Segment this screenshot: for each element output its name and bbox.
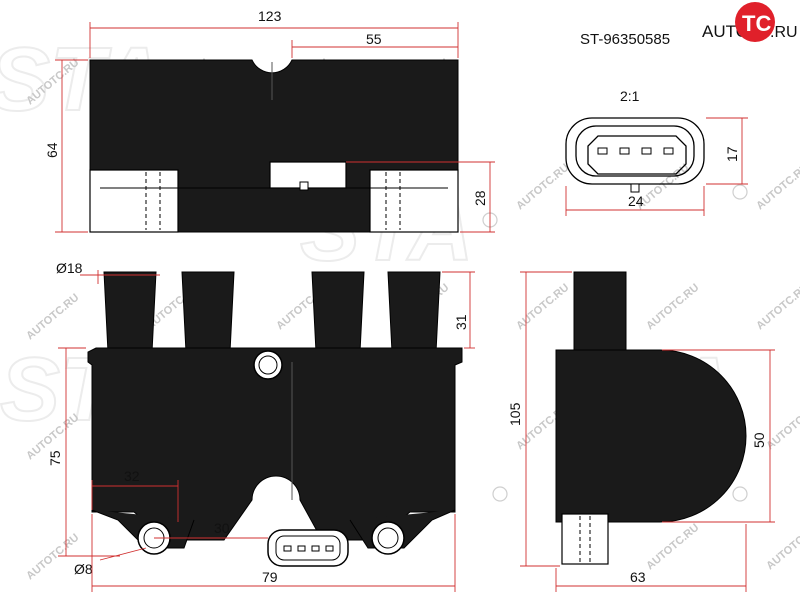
watermark-text: AUTOTC.RU xyxy=(514,282,571,333)
dim-hole-offset: 30 xyxy=(214,520,230,536)
registered-mark-icon xyxy=(732,486,748,502)
dim-side-radius-height: 50 xyxy=(751,432,767,448)
dim-hole-spacing: 32 xyxy=(124,468,140,484)
connector-pin-4 xyxy=(663,147,674,155)
top-view-right-tab xyxy=(369,169,459,233)
registered-mark-icon xyxy=(732,184,748,200)
dim-connector-width: 24 xyxy=(628,193,644,209)
connector-pin-3 xyxy=(641,147,652,155)
side-view-connector xyxy=(561,513,609,565)
ignition-tower-2 xyxy=(181,271,235,353)
connector-key xyxy=(630,183,640,193)
leader-line xyxy=(99,547,147,561)
dim-bottom-width: 79 xyxy=(262,569,278,585)
ignition-tower-3 xyxy=(311,271,365,353)
registered-mark-icon xyxy=(492,486,508,502)
connector-detail: 2:1 24 17 xyxy=(565,88,748,216)
front-connector-pin xyxy=(325,545,334,552)
top-view xyxy=(89,59,459,233)
dim-top-right-width: 55 xyxy=(366,31,382,47)
watermark-text: AUTOTC.RU xyxy=(24,292,81,343)
watermark-text: AUTOTC.RU xyxy=(754,162,800,213)
front-view-dimensions: Ø18 31 75 32 30 Ø8 79 xyxy=(47,260,475,592)
right-mount-hole-inner xyxy=(377,527,399,549)
ignition-tower-4 xyxy=(387,271,441,353)
connector-socket xyxy=(587,135,687,175)
connector-inner-shell xyxy=(575,125,695,177)
front-connector-socket xyxy=(275,535,341,561)
brand-logo-icon xyxy=(735,2,775,42)
watermark-text: AUTOTC.RU xyxy=(514,162,571,213)
front-view xyxy=(87,271,463,567)
top-view-latch xyxy=(299,181,309,191)
watermark-text: AUTOTC.RU xyxy=(754,282,800,333)
dim-side-depth: 63 xyxy=(630,569,646,585)
dim-hole-diameter: Ø8 xyxy=(74,561,93,577)
part-number: ST-96350585 xyxy=(580,31,670,48)
connector-scale: 2:1 xyxy=(620,88,640,104)
front-connector-pin xyxy=(297,545,306,552)
dim-top-height: 64 xyxy=(44,142,60,158)
front-connector-pin xyxy=(283,545,292,552)
watermark-text: AUTOTC.RU xyxy=(764,522,800,573)
watermark-text: AUTOTC.RU xyxy=(644,282,701,333)
dim-connector-height: 17 xyxy=(724,146,740,162)
brand-logo-letters: TC xyxy=(742,11,771,36)
top-view-body xyxy=(89,59,459,233)
dim-top-total-width: 123 xyxy=(258,8,282,24)
top-view-left-tab xyxy=(89,169,179,233)
dim-tower-diameter: Ø18 xyxy=(56,260,83,276)
front-connector-pin xyxy=(311,545,320,552)
dim-top-lower-height: 28 xyxy=(472,190,488,206)
side-view-tower xyxy=(573,271,627,353)
side-view-dimensions: 105 50 63 xyxy=(507,271,775,592)
center-mount-hole-inner xyxy=(258,355,278,375)
header: ST-96350585 AUTO TC .RU xyxy=(580,2,798,48)
side-view xyxy=(555,271,747,565)
side-view-body xyxy=(555,349,747,523)
connector-pin-2 xyxy=(619,147,630,155)
brand-suffix: .RU xyxy=(770,24,798,41)
dim-side-total-height: 105 xyxy=(507,402,523,426)
dim-body-height: 75 xyxy=(47,450,63,466)
watermark-text: AUTOTC.RU xyxy=(644,522,701,573)
watermark-text: AUTOTC.RU xyxy=(24,532,81,583)
dim-tower-height: 31 xyxy=(453,314,469,330)
top-view-dimensions: 123 55 64 28 xyxy=(44,8,495,233)
connector-pin-1 xyxy=(597,147,608,155)
ignition-tower-1 xyxy=(103,271,157,353)
